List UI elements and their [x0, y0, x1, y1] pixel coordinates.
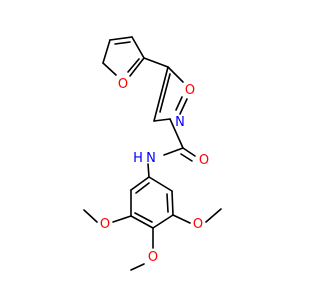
bond: [143, 57, 169, 68]
bond: [114, 41, 131, 45]
bond: [179, 98, 188, 115]
bond: [130, 176, 150, 191]
atom-label-amide-nitrogen: N: [146, 151, 156, 166]
bond: [102, 62, 117, 76]
bond: [163, 147, 184, 156]
bond: [171, 190, 174, 216]
atom-label-isoxazole-oxygen: O: [185, 83, 195, 98]
bond: [148, 176, 173, 192]
bond: [180, 153, 193, 162]
bond: [153, 118, 171, 122]
bond: [134, 212, 153, 223]
bond: [175, 96, 183, 111]
molecule-structure: O O N O N H O O O: [83, 36, 222, 271]
bond: [167, 66, 184, 83]
bond: [147, 163, 150, 178]
atom-labels: O O N O N H O O O: [100, 77, 209, 265]
bond: [131, 36, 145, 59]
atom-label-carbonyl-oxygen: O: [199, 153, 209, 168]
atom-label-isoxazole-nitrogen: N: [175, 115, 185, 130]
bond: [172, 214, 191, 224]
atom-label-furan-oxygen: O: [118, 77, 128, 92]
atom-label-methoxy-bottom-oxygen: O: [148, 250, 158, 265]
atom-label-amide-hydrogen: H: [133, 151, 143, 166]
atom-label-methoxy-left-oxygen: O: [100, 217, 110, 232]
bond: [153, 66, 169, 122]
bond: [130, 215, 154, 229]
bond: [127, 58, 140, 73]
bond: [205, 208, 222, 223]
bond: [102, 39, 111, 64]
bond: [182, 147, 196, 157]
bond: [130, 263, 145, 271]
bonds: [83, 36, 222, 271]
bond: [112, 215, 132, 223]
bond: [135, 182, 150, 194]
structure-canvas: O O N O N H O O O: [83, 36, 222, 271]
bond: [166, 193, 169, 213]
bond: [169, 118, 184, 149]
atom-label-methoxy-right-oxygen: O: [193, 217, 203, 232]
bond: [159, 73, 171, 113]
bond: [109, 36, 133, 41]
bond: [83, 209, 98, 223]
bond: [129, 57, 145, 77]
bond: [152, 214, 174, 229]
